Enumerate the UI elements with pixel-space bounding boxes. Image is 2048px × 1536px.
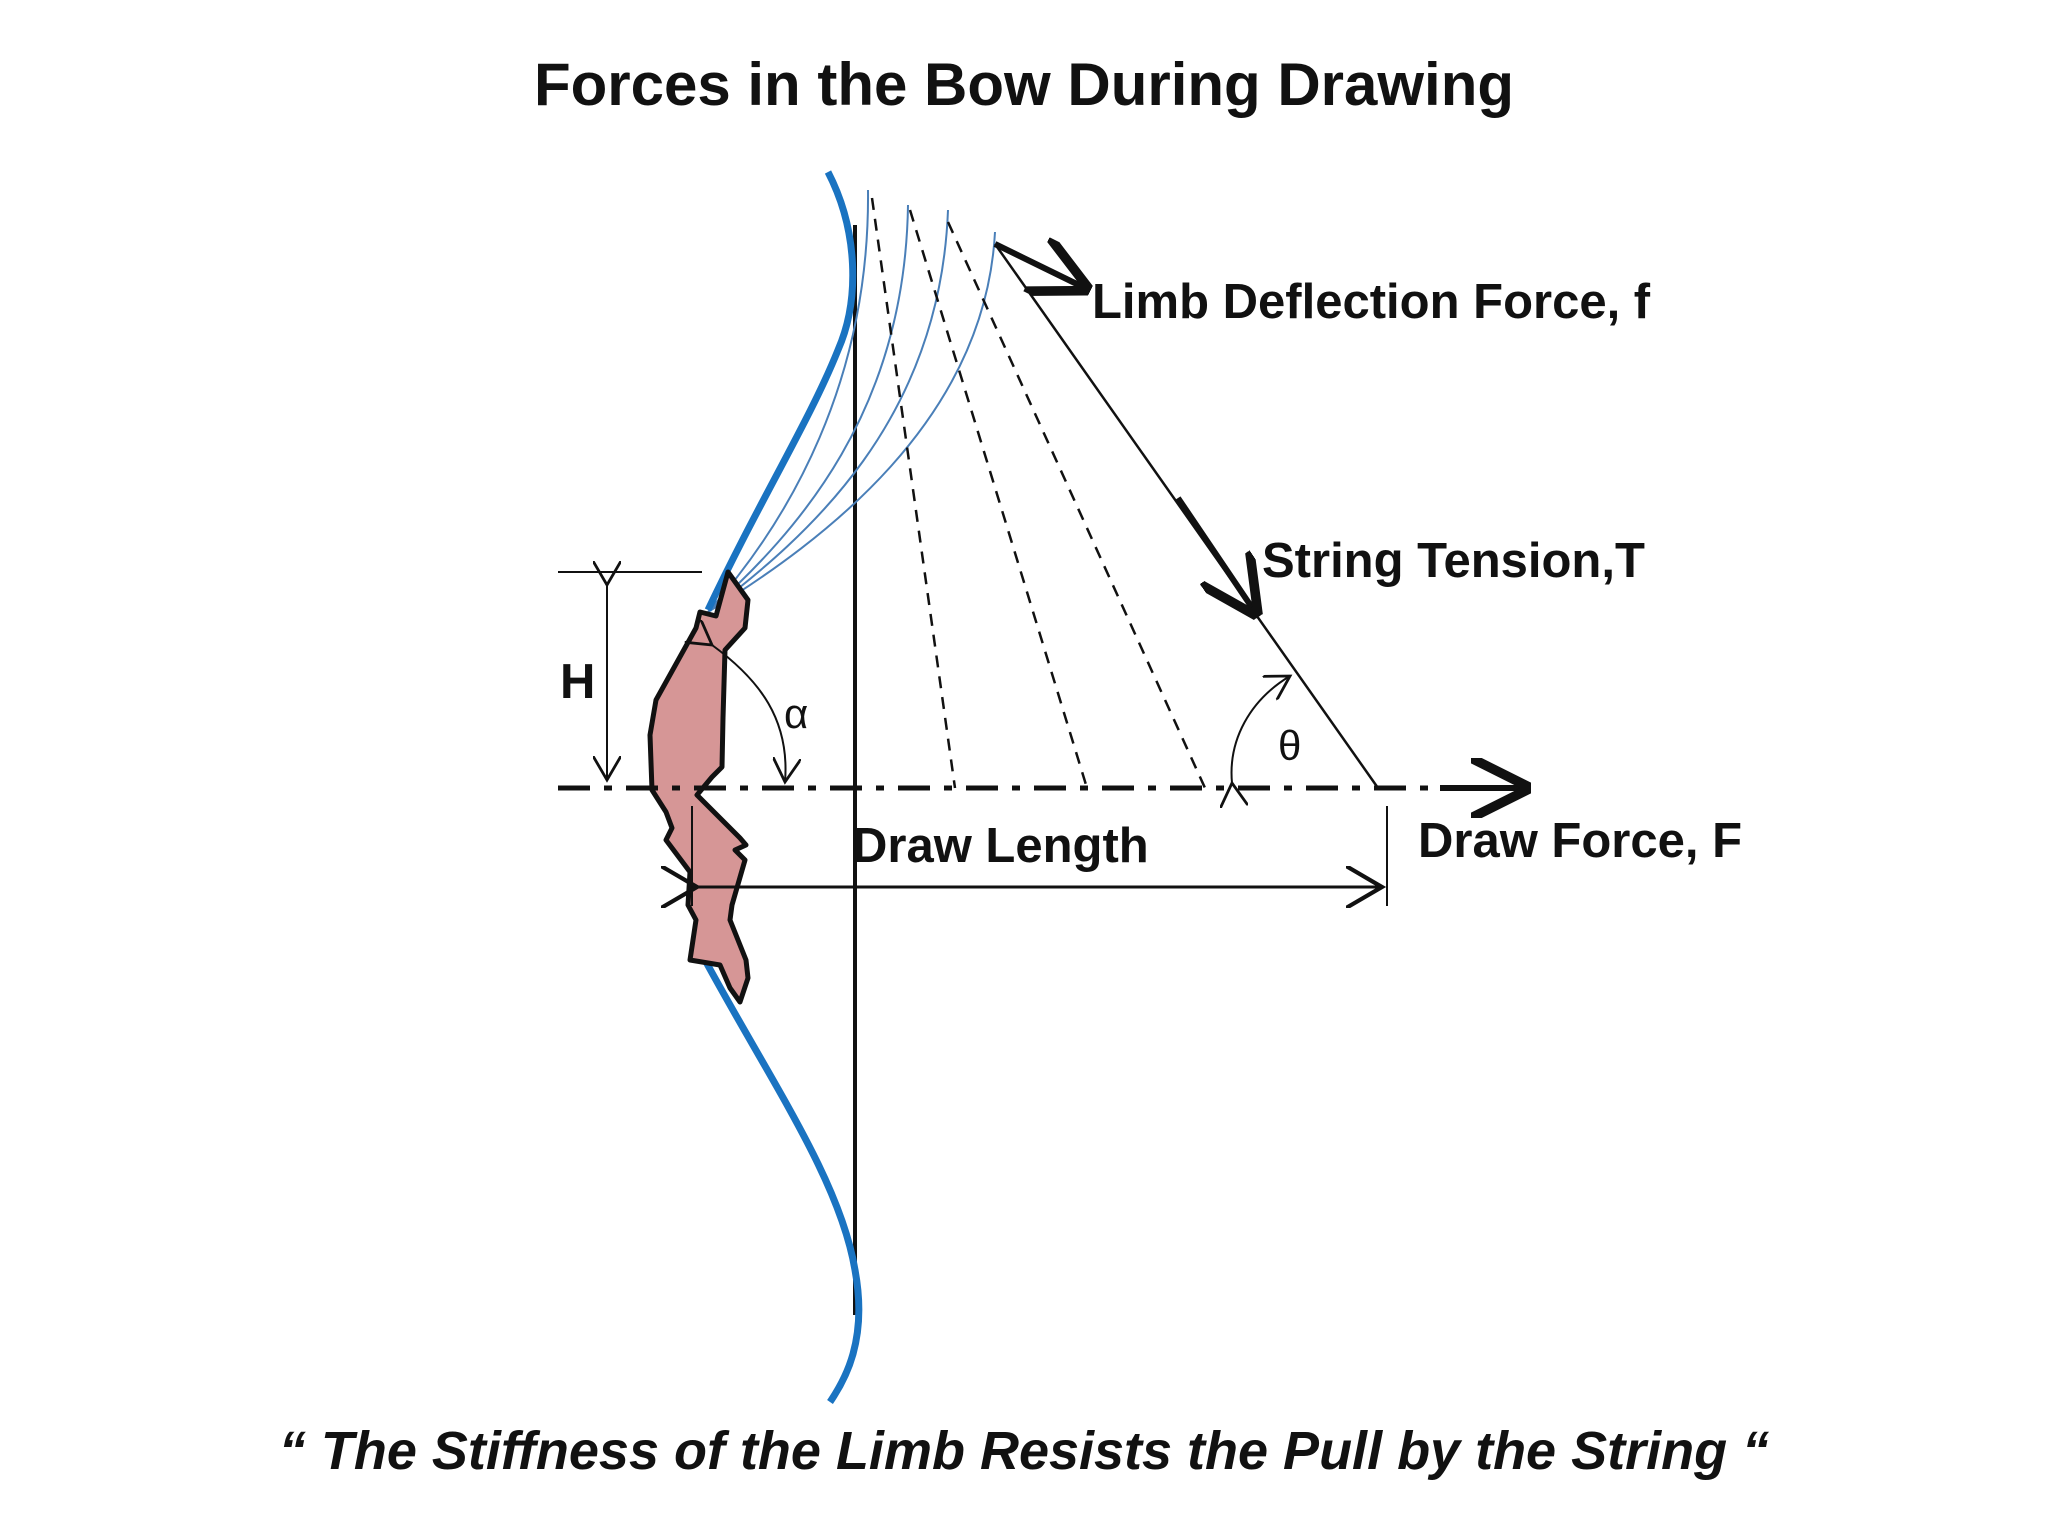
alpha-arc (712, 645, 786, 782)
draw-force-label: Draw Force, F (1418, 814, 1742, 868)
limb-deflection-arrow (993, 244, 1085, 288)
limb-deflection-positions (707, 189, 996, 613)
height-label: H (560, 655, 595, 709)
string-positions-dashed (870, 197, 1207, 789)
draw-length-label: Draw Length (852, 819, 1149, 873)
string-tension-arrow (1175, 496, 1255, 612)
drawn-string (993, 243, 1380, 789)
theta-symbol: θ (1278, 722, 1301, 769)
bow-lower-limb (701, 958, 863, 1404)
limb-deflection-label: Limb Deflection Force, f (1092, 275, 1651, 329)
diagram-title: Forces in the Bow During Drawing (533, 51, 1515, 118)
theta-arc (1232, 676, 1290, 783)
bow-upper-limb (704, 170, 857, 612)
caption-quote: “ The Stiffness of the Limb Resists the … (278, 1421, 1770, 1481)
string-tension-label: String Tension,T (1262, 534, 1645, 588)
alpha-symbol: α (784, 690, 808, 737)
